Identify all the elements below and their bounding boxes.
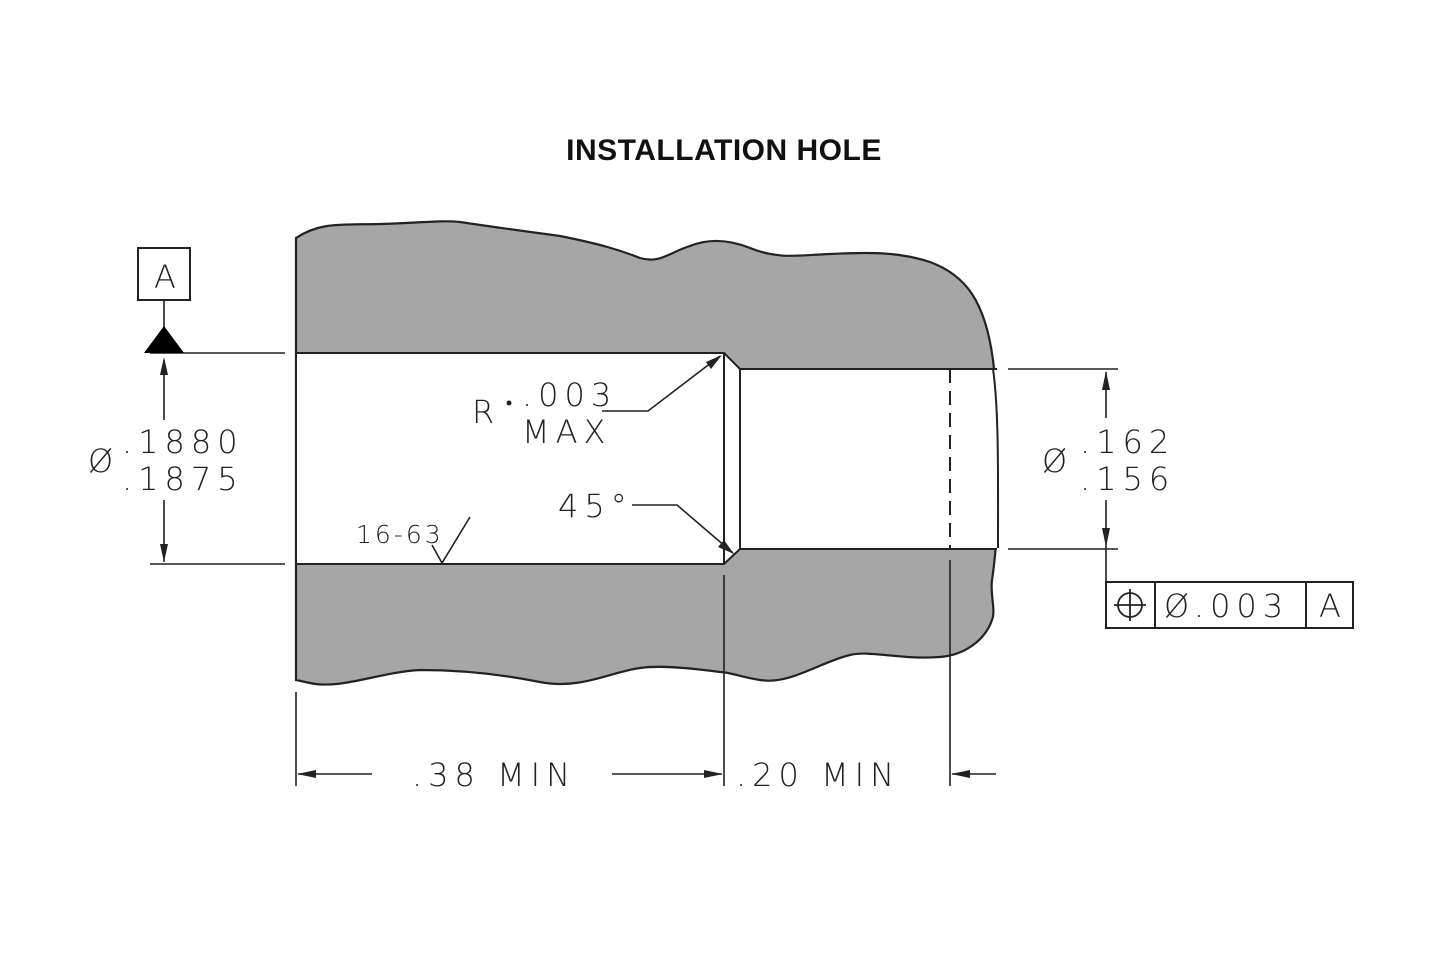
- arrow-down-icon: [1102, 528, 1110, 547]
- arrow-left-icon: [951, 770, 970, 778]
- surface-finish-value: 16-63: [356, 520, 444, 549]
- left-diameter-symbol: Ø: [88, 442, 113, 480]
- datum-box: [137, 247, 191, 301]
- depth-dimension-1: .38 MIN: [412, 756, 576, 794]
- arrow-right-icon: [704, 770, 723, 778]
- arrow-left-icon: [297, 770, 316, 778]
- break-line: [992, 368, 1000, 549]
- radius-prefix: R: [472, 393, 494, 431]
- small-bore: [739, 368, 997, 550]
- datum-label: A: [154, 258, 176, 296]
- fcf-tolerance: Ø.003: [1164, 587, 1289, 625]
- depth-dimension-2: .20 MIN: [736, 756, 900, 794]
- radius-value: .003: [522, 376, 617, 414]
- left-diameter-lower: .1875: [122, 460, 244, 498]
- leader-arrow-icon: [706, 355, 722, 369]
- right-diameter-upper: .162: [1080, 423, 1175, 461]
- arrow-up-icon: [1102, 371, 1110, 390]
- right-diameter-lower: .156: [1080, 460, 1175, 498]
- right-diameter-symbol: Ø: [1042, 442, 1067, 480]
- leader-arrow-icon: [718, 540, 734, 554]
- feature-control-frame: Ø.003 A: [1105, 581, 1354, 629]
- chamfer-angle: 45°: [558, 487, 633, 525]
- datum-triangle-icon: [144, 326, 184, 353]
- arrow-down-icon: [160, 544, 168, 562]
- position-icon: [1114, 589, 1146, 621]
- drawing-title: INSTALLATION HOLE: [566, 134, 882, 167]
- surface-finish-icon: [431, 516, 471, 565]
- left-diameter-upper: .1880: [122, 423, 244, 461]
- arrow-up-icon: [160, 357, 168, 375]
- radius-qualifier: MAX: [522, 413, 611, 451]
- fcf-datum: A: [1319, 587, 1341, 625]
